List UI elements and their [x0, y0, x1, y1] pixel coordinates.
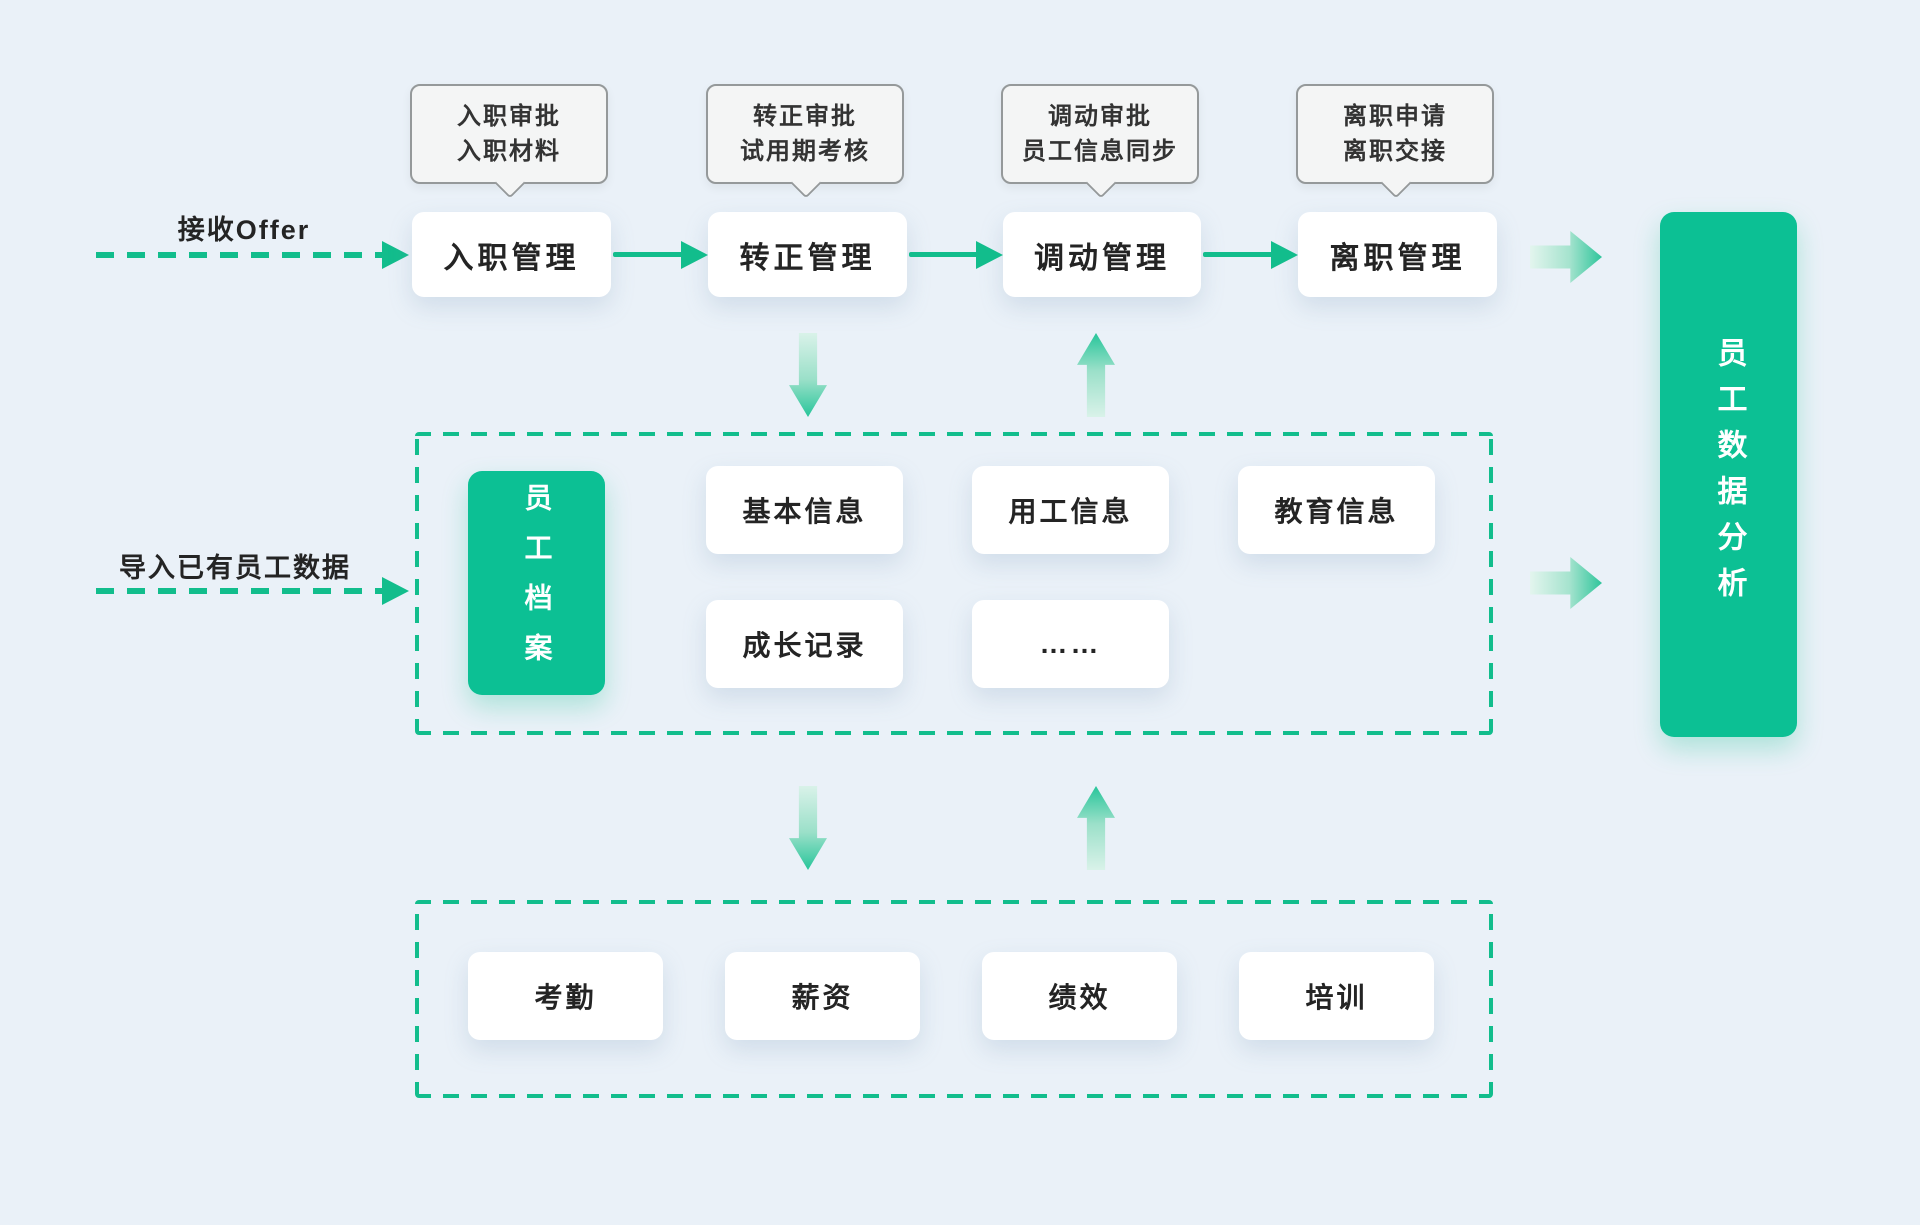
flow-arrow-line — [613, 252, 683, 257]
flow-arrowhead-icon — [1271, 241, 1298, 269]
callout-onboarding: 入职审批 入职材料 — [410, 84, 608, 199]
up-arrow-archive-to-transfer-icon — [1077, 333, 1115, 417]
callout-line: 试用期考核 — [740, 138, 870, 165]
callout-line: 调动审批 — [1048, 103, 1152, 130]
callout-tail — [1085, 167, 1117, 199]
archive-item-employment-info: 用工信息 — [972, 466, 1169, 554]
callout-regularization: 转正审批 试用期考核 — [706, 84, 904, 199]
module-training: 培训 — [1239, 952, 1434, 1040]
callout-line: 离职申请 — [1343, 103, 1447, 130]
flow-box-regularization: 转正管理 — [708, 212, 907, 297]
archive-item-growth-record: 成长记录 — [706, 600, 903, 688]
module-attendance: 考勤 — [468, 952, 663, 1040]
callout-line: 转正审批 — [753, 103, 857, 130]
callout-transfer: 调动审批 员工信息同步 — [1001, 84, 1199, 199]
analysis-title-text: 员工数据分析 — [1712, 336, 1746, 613]
callout-line: 入职材料 — [457, 138, 561, 165]
archive-item-education-info: 教育信息 — [1238, 466, 1435, 554]
to-analysis-arrow-top-icon — [1530, 231, 1602, 283]
archive-item-ellipsis: …… — [972, 600, 1169, 688]
module-performance: 绩效 — [982, 952, 1177, 1040]
callout-tail — [790, 167, 822, 199]
receive-offer-arrowhead-icon — [382, 241, 409, 269]
to-analysis-arrow-middle-icon — [1530, 557, 1602, 609]
callout-line: 员工信息同步 — [1022, 138, 1178, 165]
flow-box-transfer: 调动管理 — [1003, 212, 1201, 297]
import-data-arrowhead-icon — [382, 577, 409, 605]
down-arrow-regularization-to-archive-icon — [789, 333, 827, 417]
import-data-label: 导入已有员工数据 — [119, 553, 351, 583]
flow-arrow-line — [1203, 252, 1273, 257]
flow-arrowhead-icon — [976, 241, 1003, 269]
receive-offer-label: 接收Offer — [177, 215, 311, 245]
flow-box-resignation: 离职管理 — [1298, 212, 1497, 297]
callout-tail — [494, 167, 526, 199]
archive-item-basic-info: 基本信息 — [706, 466, 903, 554]
callout-line: 离职交接 — [1343, 138, 1447, 165]
down-arrow-archive-to-modules-icon — [789, 786, 827, 870]
flow-arrow-line — [909, 252, 978, 257]
archive-title-text: 员工档案 — [521, 483, 553, 683]
archive-title-box: 员工档案 — [468, 471, 605, 695]
flow-box-onboarding: 入职管理 — [412, 212, 611, 297]
module-salary: 薪资 — [725, 952, 920, 1040]
callout-line: 入职审批 — [457, 103, 561, 130]
receive-offer-dashed-line — [96, 252, 383, 258]
up-arrow-modules-to-archive-icon — [1077, 786, 1115, 870]
callout-resignation: 离职申请 离职交接 — [1296, 84, 1494, 199]
flow-arrowhead-icon — [681, 241, 708, 269]
import-data-dashed-line — [96, 588, 383, 594]
callout-tail — [1380, 167, 1412, 199]
analysis-box: 员工数据分析 — [1660, 212, 1797, 737]
